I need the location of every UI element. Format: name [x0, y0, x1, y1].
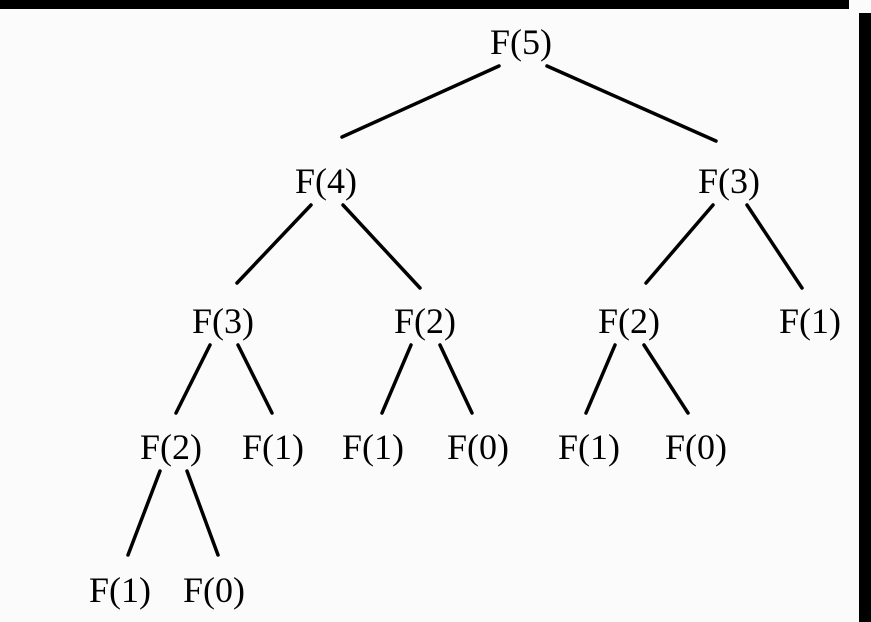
tree-node-f0-a: F(0)	[447, 427, 509, 467]
tree-edge-f5-root-to-f4	[340, 64, 501, 139]
tree-node-f1-c: F(1)	[558, 427, 620, 467]
tree-node-f0-b: F(0)	[665, 427, 727, 467]
tree-node-f3-left: F(3)	[192, 301, 254, 341]
tree-edge-f2-mid-to-f0-a	[438, 343, 474, 415]
tree-edge-f2-right-to-f0-b	[642, 343, 690, 415]
tree-edge-f3-right-to-f2-right	[644, 203, 715, 285]
tree-edge-f4-to-f2-mid	[341, 203, 422, 290]
tree-node-f5-root: F(5)	[490, 22, 552, 62]
tree-edge-f5-root-to-f3-right	[545, 64, 718, 143]
tree-node-f1-far-right: F(1)	[779, 301, 841, 341]
tree-edge-f3-left-to-f2-deep	[174, 343, 212, 415]
tree-edge-f2-right-to-f1-c	[584, 343, 617, 415]
tree-edge-f3-left-to-f1-a	[236, 343, 274, 415]
tree-edge-f4-to-f3-left	[235, 203, 313, 285]
tree-node-f1-b: F(1)	[342, 427, 404, 467]
tree-node-f4: F(4)	[295, 161, 357, 201]
scan-border-top	[0, 0, 849, 9]
tree-node-f2-deep: F(2)	[140, 427, 202, 467]
tree-node-f2-right: F(2)	[598, 301, 660, 341]
tree-node-f1-d: F(1)	[89, 570, 151, 610]
tree-node-f2-mid: F(2)	[394, 301, 456, 341]
tree-edge-f3-right-to-f1-far-right	[745, 203, 804, 290]
tree-node-f1-a: F(1)	[242, 427, 304, 467]
scan-border-right	[859, 13, 871, 622]
tree-edge-f2-deep-to-f1-d	[126, 469, 162, 557]
tree-edge-f2-mid-to-f1-b	[380, 343, 413, 415]
tree-edge-f2-deep-to-f0-c	[185, 469, 220, 557]
tree-node-f0-c: F(0)	[183, 570, 245, 610]
tree-node-f3-right: F(3)	[698, 161, 760, 201]
